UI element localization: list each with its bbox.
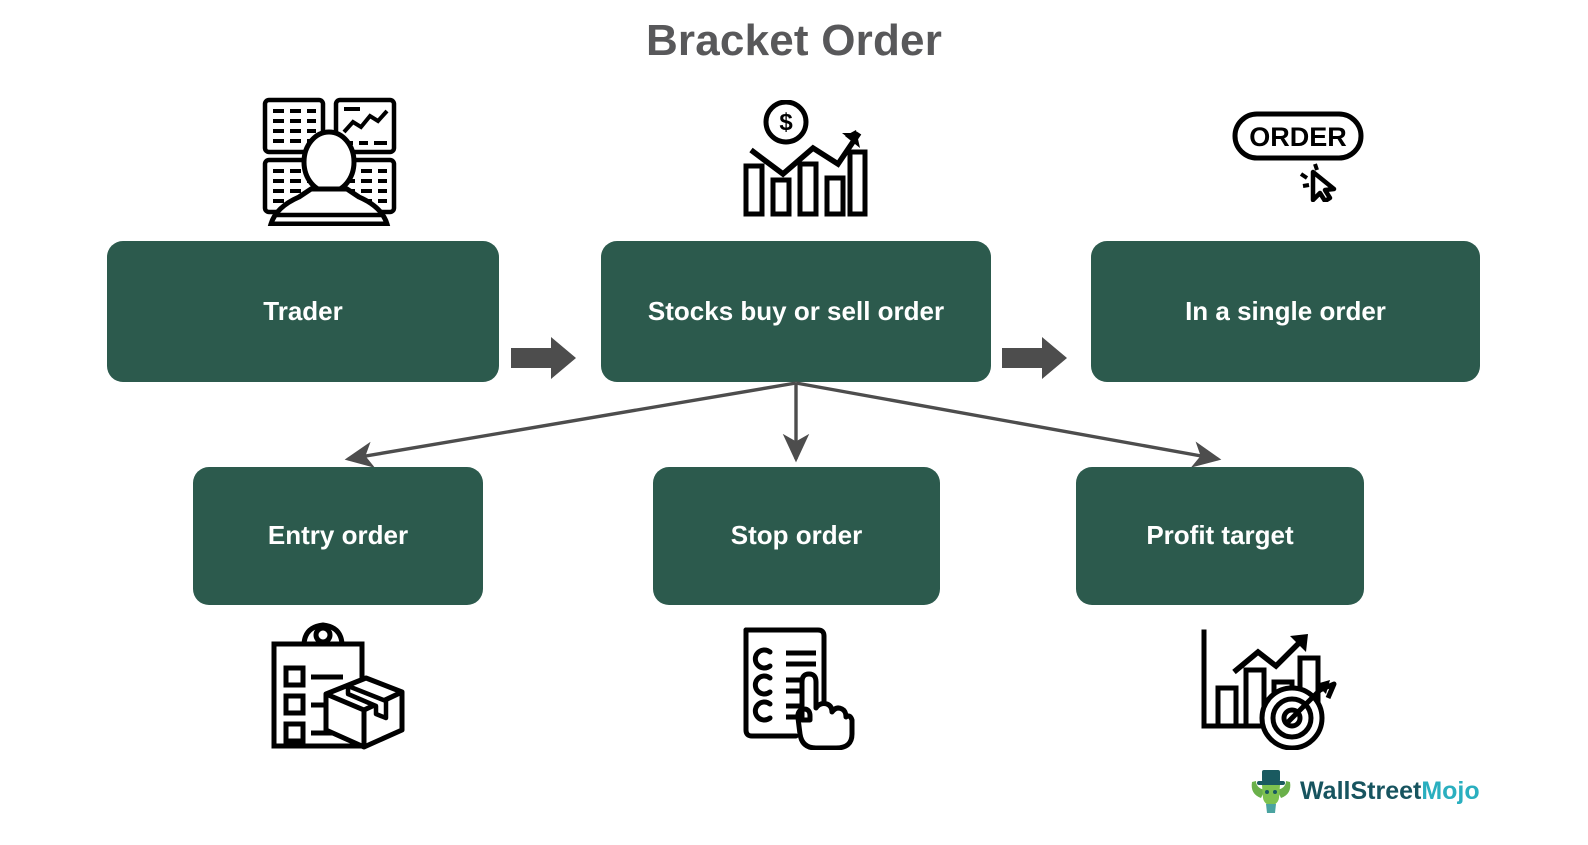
logo-text: WallStreetMojo <box>1300 777 1480 806</box>
svg-text:$: $ <box>779 109 793 136</box>
node-stocks-label: Stocks buy or sell order <box>647 295 945 326</box>
node-profit-label: Profit target <box>1146 520 1294 551</box>
node-trader-label: Trader <box>263 295 343 326</box>
node-trader[interactable]: Trader <box>107 241 499 382</box>
bar-chart-target-icon <box>1194 622 1339 751</box>
node-in-a-single-order[interactable]: In a single order <box>1091 241 1480 382</box>
node-entry-order[interactable]: Entry order <box>193 467 483 605</box>
clipboard-package-icon <box>266 622 406 750</box>
logo-accent-text: Mojo <box>1421 776 1480 805</box>
bull-tophat-icon <box>1249 768 1293 814</box>
order-button-cursor-icon: ORDER <box>1231 110 1371 204</box>
checklist-hand-icon <box>740 622 855 751</box>
node-stocks-buy-or-sell-order[interactable]: Stocks buy or sell order <box>601 241 991 382</box>
node-stop-order[interactable]: Stop order <box>653 467 940 605</box>
node-single-label: In a single order <box>1185 295 1386 326</box>
node-entry-label: Entry order <box>267 520 409 551</box>
stock-chart-dollar-icon: $ <box>738 99 868 218</box>
page-title: Bracket Order <box>645 16 943 65</box>
block-arrow-trader-to-stocks <box>511 335 577 381</box>
block-arrow-stocks-to-single <box>1002 335 1068 381</box>
wallstreetmojo-logo[interactable]: WallStreetMojo <box>1249 762 1480 820</box>
node-stop-label: Stop order <box>730 520 863 551</box>
connector-stocks-to-profit <box>795 381 1222 468</box>
node-profit-target[interactable]: Profit target <box>1076 467 1364 605</box>
connector-stocks-to-entry <box>344 381 797 468</box>
trader-monitors-icon <box>256 94 404 227</box>
logo-primary-text: WallStreet <box>1300 776 1422 805</box>
order-label: ORDER <box>1249 122 1347 152</box>
